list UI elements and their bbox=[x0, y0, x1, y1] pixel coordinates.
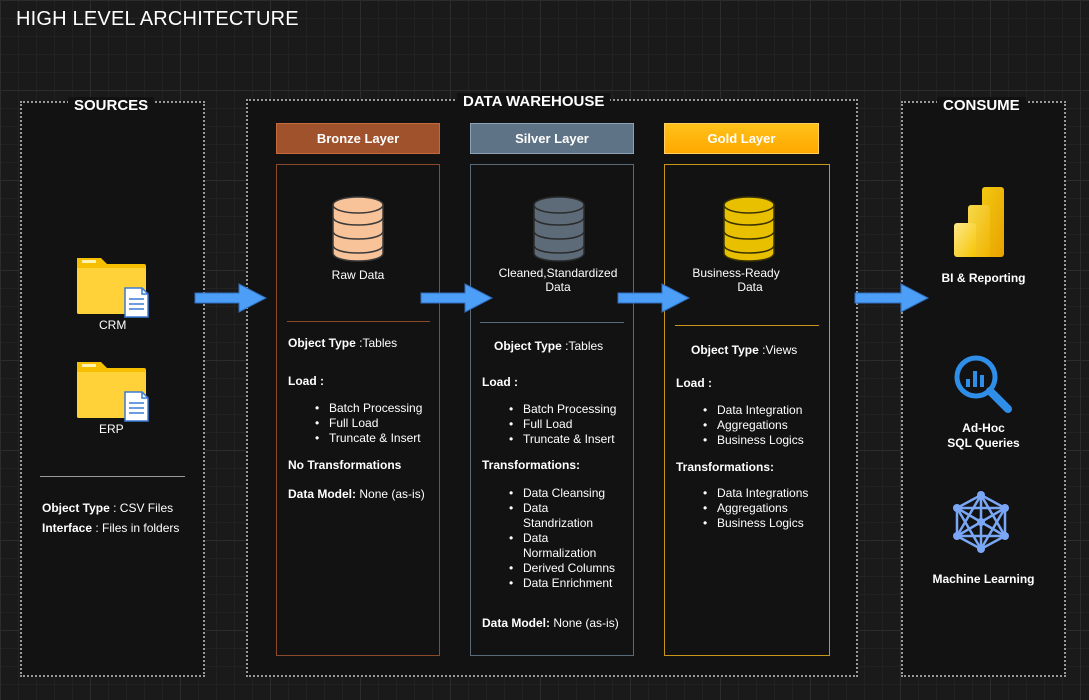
sources-title: SOURCES bbox=[68, 97, 155, 114]
gold-layer-box bbox=[664, 164, 830, 656]
list-item: Full Load bbox=[315, 416, 435, 431]
bronze-object-type-value: :Tables bbox=[355, 336, 398, 350]
silver-object-type-label: Object Type bbox=[494, 339, 562, 353]
silver-object-type-value: :Tables bbox=[561, 339, 604, 353]
page-title: HIGH LEVEL ARCHITECTURE bbox=[16, 8, 299, 30]
list-item: Data Standrization bbox=[509, 501, 593, 531]
arrow-silver-to-gold-icon bbox=[617, 283, 691, 313]
gold-layer-header: Gold Layer bbox=[664, 123, 819, 154]
source-erp-label: ERP bbox=[99, 422, 124, 436]
sources-object-type-label: Object Type bbox=[42, 501, 110, 515]
sql-search-icon bbox=[952, 353, 1014, 413]
silver-data-model: Data Model: None (as-is) bbox=[482, 616, 619, 630]
silver-layer-header: Silver Layer bbox=[470, 123, 634, 154]
erp-folder-icon bbox=[76, 358, 152, 422]
consume-title: CONSUME bbox=[937, 97, 1026, 114]
bronze-data-model: Data Model: None (as-is) bbox=[288, 487, 425, 501]
gold-transform-list: Data Integrations Aggregations Business … bbox=[703, 486, 823, 531]
list-item: Data Integration bbox=[703, 403, 823, 418]
bronze-model-value: None (as-is) bbox=[356, 487, 425, 501]
sources-interface-label: Interface bbox=[42, 521, 93, 535]
gold-load-label: Load : bbox=[676, 376, 712, 390]
bronze-database-icon bbox=[330, 196, 386, 262]
data-warehouse-title: DATA WAREHOUSE bbox=[457, 93, 611, 110]
silver-database-icon bbox=[531, 196, 587, 262]
silver-load-label: Load : bbox=[482, 375, 518, 389]
gold-divider bbox=[675, 325, 819, 326]
silver-model-value: None (as-is) bbox=[550, 616, 619, 630]
sources-object-type-value: : CSV Files bbox=[109, 501, 174, 515]
bronze-load-label: Load : bbox=[288, 374, 324, 388]
list-item: Data Cleansing bbox=[509, 486, 605, 501]
silver-data-label-2: Data bbox=[545, 280, 571, 294]
arrow-gold-to-consume-icon bbox=[854, 283, 930, 313]
list-item: Derived Columns bbox=[509, 561, 615, 576]
sources-interface: Interface : Files in folders bbox=[42, 521, 179, 535]
bronze-divider bbox=[287, 321, 430, 322]
silver-object-type: Object Type :Tables bbox=[494, 339, 603, 353]
sources-object-type: Object Type : CSV Files bbox=[42, 501, 173, 515]
list-item: Data Normalization bbox=[509, 531, 596, 561]
sources-divider bbox=[40, 476, 185, 477]
list-item: Aggregations bbox=[703, 418, 823, 433]
consume-ml-label: Machine Learning bbox=[932, 572, 1035, 586]
crm-folder-icon bbox=[76, 254, 152, 318]
silver-data-label-1: Cleaned,Standardized bbox=[498, 266, 618, 280]
bronze-model-label: Data Model: bbox=[288, 487, 357, 501]
bronze-layer-box bbox=[276, 164, 440, 656]
gold-data-label-1: Business-Ready bbox=[692, 266, 780, 280]
bronze-layer-header: Bronze Layer bbox=[276, 123, 440, 154]
silver-divider bbox=[480, 322, 624, 323]
list-item: Batch Processing bbox=[509, 402, 629, 417]
consume-adhoc-label-1: Ad-Hoc bbox=[962, 421, 1005, 435]
list-item: Data Enrichment bbox=[509, 576, 612, 591]
list-item: Data Integrations bbox=[703, 486, 823, 501]
consume-adhoc-label-2: SQL Queries bbox=[947, 436, 1020, 450]
consume-bi-label: BI & Reporting bbox=[941, 271, 1026, 285]
gold-database-icon bbox=[721, 196, 777, 262]
arrow-sources-to-bronze-icon bbox=[194, 283, 268, 313]
list-item: Batch Processing bbox=[315, 401, 435, 416]
sources-interface-value: : Files in folders bbox=[92, 521, 180, 535]
gold-data-label-2: Data bbox=[737, 280, 763, 294]
ml-network-icon bbox=[951, 491, 1011, 553]
gold-object-type-value: :Views bbox=[758, 343, 798, 357]
bronze-object-type-label: Object Type bbox=[288, 336, 356, 350]
bronze-object-type: Object Type :Tables bbox=[288, 336, 397, 350]
silver-load-list: Batch Processing Full Load Truncate & In… bbox=[509, 402, 629, 447]
gold-object-type-label: Object Type bbox=[691, 343, 759, 357]
power-bi-icon bbox=[954, 187, 1006, 257]
bronze-transform-label: No Transformations bbox=[288, 458, 402, 472]
list-item: Aggregations bbox=[703, 501, 823, 516]
gold-load-list: Data Integration Aggregations Business L… bbox=[703, 403, 823, 448]
silver-transform-list: Data Cleansing Data Standrization Data N… bbox=[509, 486, 615, 591]
silver-layer-box bbox=[470, 164, 634, 656]
arrow-bronze-to-silver-icon bbox=[420, 283, 494, 313]
list-item: Business Logics bbox=[703, 433, 823, 448]
source-crm-label: CRM bbox=[99, 318, 127, 332]
silver-transform-label: Transformations: bbox=[482, 458, 581, 472]
bronze-load-list: Batch Processing Full Load Truncate & In… bbox=[315, 401, 435, 446]
silver-model-label: Data Model: bbox=[482, 616, 551, 630]
gold-object-type: Object Type :Views bbox=[691, 343, 797, 357]
bronze-data-label: Raw Data bbox=[331, 268, 385, 282]
list-item: Full Load bbox=[509, 417, 629, 432]
list-item: Truncate & Insert bbox=[509, 432, 629, 447]
list-item: Business Logics bbox=[703, 516, 823, 531]
gold-transform-label: Transformations: bbox=[676, 460, 775, 474]
list-item: Truncate & Insert bbox=[315, 431, 435, 446]
